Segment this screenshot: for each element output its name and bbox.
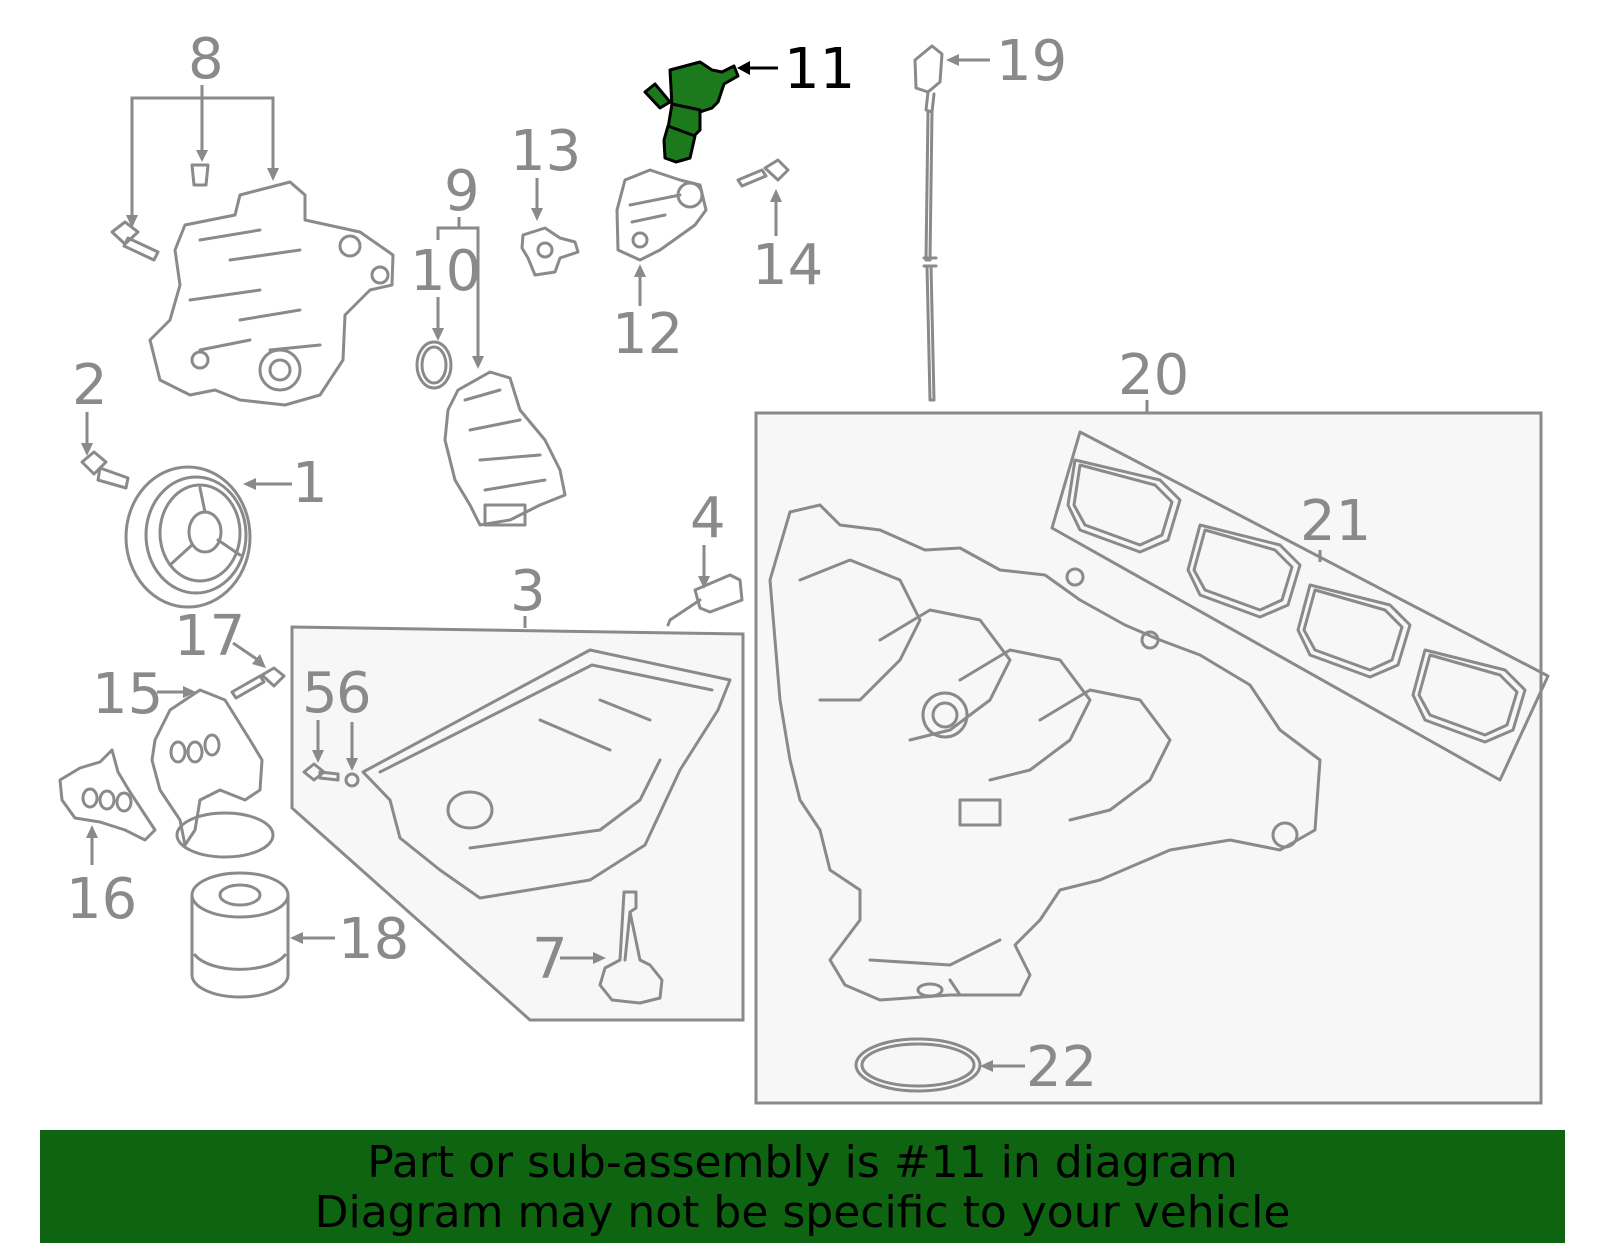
gasket-part-16[interactable] (58, 748, 157, 842)
callout-9: 9 (444, 159, 480, 224)
bolt-part-17[interactable] (230, 666, 286, 700)
drain-bolt-part-5[interactable] (302, 762, 340, 782)
callout-8: 8 (188, 27, 224, 92)
valve-body-part-12[interactable] (615, 168, 708, 262)
callout-15: 15 (92, 662, 163, 727)
callout-17: 17 (174, 604, 245, 669)
housing-part-9[interactable] (443, 370, 567, 527)
pulley-part-1[interactable] (124, 465, 252, 609)
callout-6: 6 (336, 661, 372, 726)
oil-pump-part-8[interactable] (148, 180, 395, 407)
o-ring-part-10[interactable] (415, 340, 453, 390)
oil-pan-part-3[interactable] (361, 648, 732, 900)
callout-20: 20 (1118, 343, 1189, 408)
bolt-part-8-left[interactable] (110, 220, 160, 262)
filter-adapter-part-15[interactable] (150, 688, 275, 859)
callout-22: 22 (1026, 1035, 1097, 1100)
callout-5: 5 (302, 661, 338, 726)
manifold-gasket-part-21[interactable] (1050, 430, 1550, 782)
intake-manifold-part-20[interactable] (768, 503, 1322, 1002)
oil-filter-part-18[interactable] (190, 871, 290, 999)
callout-4: 4 (690, 486, 726, 551)
callout-10: 10 (410, 239, 481, 304)
callout-1: 1 (292, 451, 328, 516)
callout-12: 12 (612, 302, 683, 367)
callout-11: 11 (784, 37, 855, 102)
o-ring-part-22[interactable] (854, 1037, 982, 1093)
callout-7: 7 (532, 927, 568, 992)
callout-3: 3 (510, 559, 546, 624)
info-banner: Part or sub-assembly is #11 in diagram D… (40, 1130, 1565, 1243)
gasket-part-13[interactable] (520, 226, 580, 277)
banner-line-2: Diagram may not be specific to your vehi… (314, 1187, 1291, 1238)
sensor-part-4[interactable] (666, 573, 744, 627)
dowel-part-8[interactable] (190, 163, 210, 187)
callout-21: 21 (1300, 489, 1371, 554)
banner-line-1: Part or sub-assembly is #11 in diagram (367, 1137, 1238, 1188)
callout-2: 2 (72, 353, 108, 418)
callout-19: 19 (996, 29, 1067, 94)
callout-14: 14 (752, 233, 823, 298)
callout-18: 18 (338, 907, 409, 972)
washer-part-6[interactable] (344, 772, 360, 788)
dipstick-part-19[interactable] (913, 44, 944, 402)
callout-16: 16 (66, 867, 137, 932)
oil-level-sensor-part-7[interactable] (598, 890, 664, 1005)
solenoid-part-11[interactable] (643, 60, 740, 164)
group-box-20 (754, 411, 1543, 1105)
bolt-part-2[interactable] (80, 450, 130, 490)
bolt-part-14[interactable] (736, 158, 790, 188)
callout-13: 13 (510, 119, 581, 184)
